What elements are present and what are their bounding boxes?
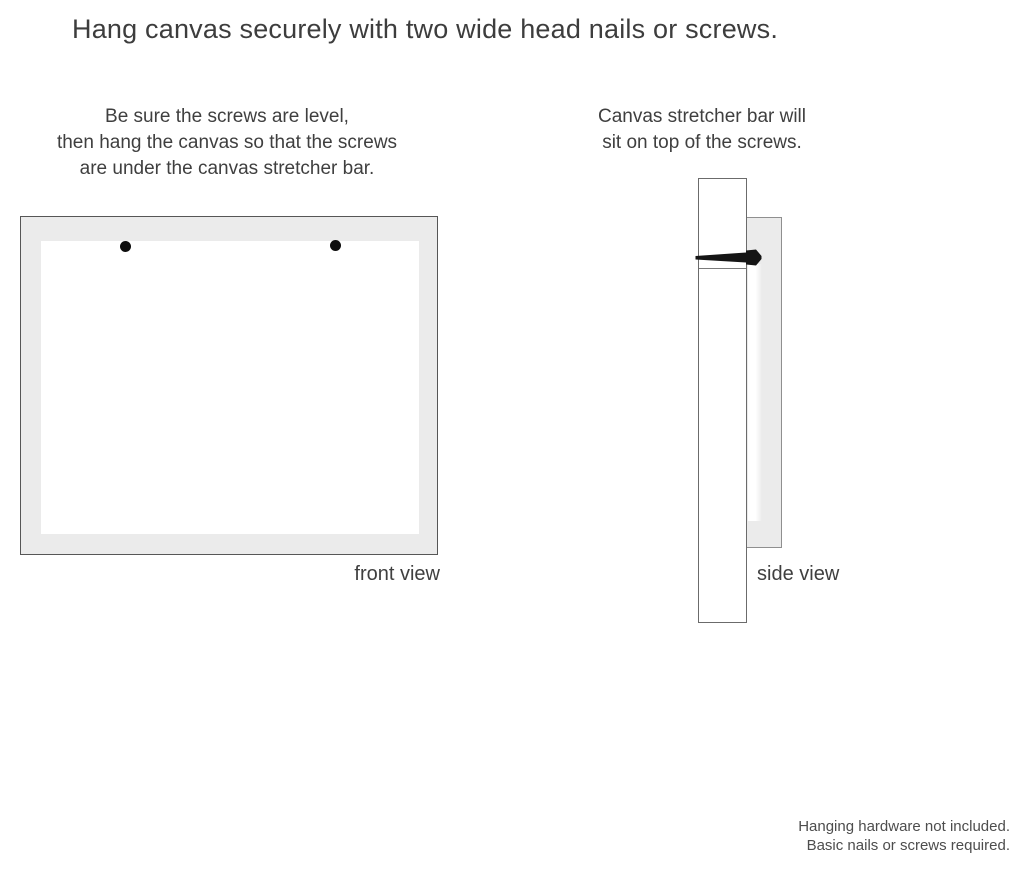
instruction-line: then hang the canvas so that the screws [56,132,398,153]
side-view-stretcher-bar-bottom-edge [699,268,746,269]
side-view-label: side view [757,563,840,585]
footnote-line: Hanging hardware not included. [798,818,1010,835]
instruction-line: are under the canvas stretcher bar. [79,158,375,179]
nail-head-dot-left [120,241,131,252]
page-title: Hang canvas securely with two wide head … [72,14,779,44]
nail-head-dot-right [330,240,341,251]
instruction-line: sit on top of the screws. [602,132,802,153]
nail-side-icon [695,249,762,266]
footnote-line: Basic nails or screws required. [806,837,1010,854]
front-view-instruction: Be sure the screws are level, then hang … [7,104,447,182]
front-view-canvas-face [41,241,419,534]
front-view-label: front view [354,563,440,585]
side-view-canvas-highlight [748,264,762,521]
hardware-footnote: Hanging hardware not included. Basic nai… [798,817,1010,855]
instruction-line: Canvas stretcher bar will [597,106,807,127]
side-view-instruction: Canvas stretcher bar will sit on top of … [552,104,852,156]
instruction-line: Be sure the screws are level, [105,106,349,127]
side-view-stretcher-bar [698,178,747,623]
